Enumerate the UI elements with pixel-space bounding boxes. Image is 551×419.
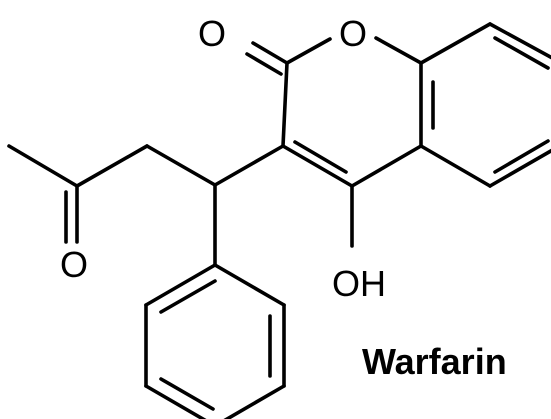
bond-c8a-c8 <box>419 22 492 65</box>
bond-c5-c6-inner <box>493 139 550 174</box>
bond-ph-inner-c <box>159 377 215 411</box>
bond-co-ch3 <box>7 144 79 188</box>
bond-c4a-c5 <box>419 144 492 188</box>
bond-o1-c8a <box>374 36 423 65</box>
atom-label-hydroxyl: OH <box>332 263 386 304</box>
bond-c8-c7-inner <box>493 36 550 70</box>
bond-c2-o-double-a <box>251 41 289 65</box>
bond-ph-4-5 <box>144 384 207 419</box>
lactone-ring <box>245 36 423 188</box>
bond-c4a-c4 <box>350 144 423 188</box>
atom-label-ketone-oxygen: O <box>60 244 88 285</box>
bond-c3-ch <box>213 144 285 187</box>
bond-ph-1-2 <box>213 263 286 307</box>
bond-ph-6-1 <box>144 263 217 307</box>
phenyl-ring <box>144 263 286 419</box>
bond-c2-o1 <box>285 37 332 65</box>
atom-label-ring-oxygen: O <box>339 13 367 54</box>
bond-c4-c3 <box>281 144 354 188</box>
bond-c3-c2 <box>281 61 289 148</box>
compound-name-label: Warfarin <box>362 341 507 382</box>
side-chain <box>7 144 285 267</box>
atom-label-lactone-carbonyl-oxygen: O <box>198 13 226 54</box>
bond-ph-inner-a <box>159 279 217 314</box>
bond-c2-o-double-b <box>245 52 283 76</box>
bond-c5-c6 <box>488 148 551 188</box>
benzo-ring <box>419 22 551 188</box>
bond-ch2-co <box>75 144 149 188</box>
bond-ch-ch2 <box>145 144 217 187</box>
bond-c8-c7 <box>488 22 551 60</box>
bond-c4-c3-inner <box>293 140 348 174</box>
bond-ph-3-4 <box>223 384 286 419</box>
